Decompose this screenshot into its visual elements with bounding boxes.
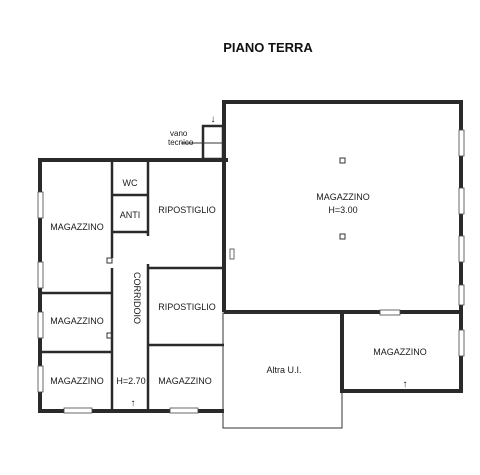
room-label-anti: ANTI bbox=[120, 210, 141, 220]
windows bbox=[37, 129, 465, 414]
room-label-ripostiglio-mid: RIPOSTIGLIO bbox=[158, 302, 216, 312]
room-label-wc: WC bbox=[123, 178, 138, 188]
arrow-down-icon: ↓ bbox=[211, 114, 216, 125]
room-label-corridoio: CORRIDOIO bbox=[132, 272, 142, 324]
room-label-magazzino-left-bottom: MAGAZZINO bbox=[50, 376, 104, 386]
arrow-up-icon: ↑ bbox=[131, 398, 136, 409]
room-label-magazzino-big: MAGAZZINO bbox=[316, 192, 370, 202]
interior-walls bbox=[40, 160, 224, 410]
room-label-corridoio-height: H=2.70 bbox=[116, 376, 145, 386]
room-label-magazzino-center-bottom: MAGAZZINO bbox=[158, 376, 212, 386]
room-label-magazzino-left-mid: MAGAZZINO bbox=[50, 316, 104, 326]
tech-label-line1: vano bbox=[170, 129, 188, 138]
room-label-magazzino-right-bottom: MAGAZZINO bbox=[373, 347, 427, 357]
column-markers bbox=[106, 157, 346, 339]
arrow-up-icon: ↑ bbox=[403, 379, 408, 390]
room-label-ripostiglio-top: RIPOSTIGLIO bbox=[158, 205, 216, 215]
magazzino-right-bottom-walls bbox=[340, 312, 463, 393]
room-label-magazzino-left-top: MAGAZZINO bbox=[50, 222, 104, 232]
room-label-altra-ui: Altra U.I. bbox=[266, 365, 301, 375]
plan-title: PIANO TERRA bbox=[223, 40, 313, 55]
room-label-magazzino-big-height: H=3.00 bbox=[328, 205, 357, 215]
vano-tecnico bbox=[181, 124, 225, 161]
tech-label-line2: tecnico bbox=[168, 138, 194, 147]
